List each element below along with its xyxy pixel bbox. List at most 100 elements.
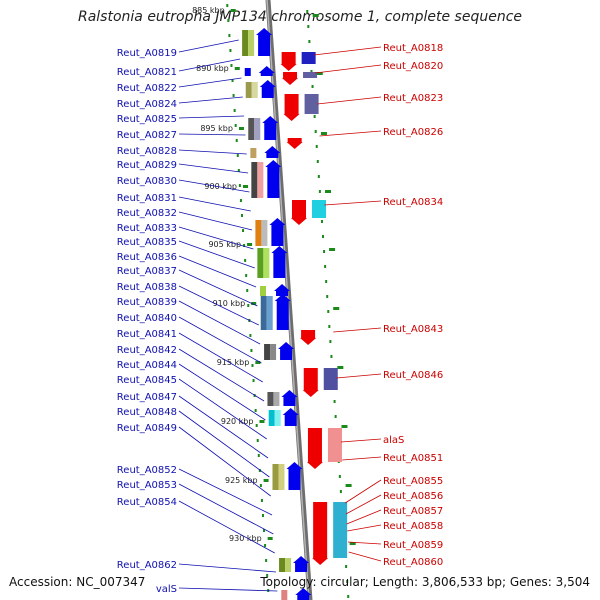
gene-block-right [304,94,319,114]
gene-block-left [257,162,264,198]
scale-tick-mark [345,484,352,487]
gene-label-left: Reut_A0847 [117,392,177,403]
gene-label-right: Reut_A0820 [383,61,443,72]
reverse-gene-arrow [312,558,329,565]
track-dot [345,565,348,568]
track-dot [263,529,266,532]
gene-label-left: Reut_A0831 [117,193,177,204]
gene-label-left: Reut_A0854 [117,497,177,508]
gene-label-right: Reut_A0823 [383,93,443,104]
forward-gene-body [258,34,271,56]
reverse-gene-arrow [282,78,299,85]
track-dot [310,70,313,73]
leader-line-left [178,300,261,345]
forward-gene-arrow [286,462,303,469]
map-title: Ralstonia eutropha JMP134 chromosome 1, … [77,9,522,25]
track-dot [228,34,231,37]
track-dot [250,349,253,352]
gene-block-right [301,52,316,64]
gene-block-left [285,558,292,572]
gene-label-right: Reut_A0851 [383,453,443,464]
scale-tick-label: 895 kbp [200,124,233,133]
track-dot [255,424,258,427]
leader-line-left [178,587,278,592]
gene-label-left: Reut_A0848 [117,407,177,418]
gene-block-left [267,392,274,406]
gene-label-left: Reut_A0819 [117,48,177,59]
leader-line-left [178,240,255,269]
gene-block-left [268,410,275,426]
forward-gene-arrow [269,218,286,225]
reverse-gene-body [292,200,306,218]
forward-gene-body [284,414,297,426]
leader-line-left [178,348,265,402]
reverse-gene-arrow [306,462,323,469]
gene-label-left: Reut_A0837 [117,266,177,277]
gene-label-left: Reut_A0836 [117,252,177,263]
track-dot [254,409,257,412]
track-dot [308,40,311,43]
track-dot [325,280,328,283]
leader-line-right [336,373,382,379]
gene-block-right [327,428,342,462]
gene-block-left [255,220,262,246]
gene-block-left [257,248,264,278]
gene-label-left: Reut_A0838 [117,282,177,293]
track-dot [246,289,249,292]
track-dot [306,10,309,13]
track-dot [257,454,260,457]
forward-gene-arrow [295,588,312,595]
gene-block-left [260,286,267,296]
forward-gene-arrow [256,28,273,35]
track-dot [347,595,350,598]
track-dot [266,574,269,577]
scale-tick-mark [333,307,340,310]
leader-line-right [342,456,382,461]
track-dot [259,484,262,487]
gene-block-left [248,30,255,56]
reverse-gene-arrow [302,390,319,397]
scale-tick-mark [251,302,257,305]
gene-block-left [251,82,258,98]
leader-line-right [317,96,382,105]
gene-block-right [303,72,318,78]
gene-block-left [242,30,249,56]
leader-line-left [178,39,239,53]
gene-block-right [323,368,338,390]
scale-tick-mark [312,14,319,17]
gene-label-left: Reut_A0841 [117,329,177,340]
gene-block-left [266,296,273,330]
gene-label-left: Reut_A0845 [117,375,177,386]
forward-gene-body [260,72,273,76]
forward-gene-arrow [258,66,275,73]
scale-tick-mark [341,425,348,428]
forward-gene-arrow [274,294,291,301]
forward-gene-arrow [282,408,299,415]
reverse-gene-arrow [280,64,297,71]
scale-tick-label: 885 kbp [192,6,225,15]
forward-gene-arrow [278,342,295,349]
scale-tick-label: 915 kbp [217,358,250,367]
left-label-group: Reut_A0819Reut_A0821Reut_A0822Reut_A0824… [117,39,278,595]
track-dot [230,64,233,67]
track-dot [338,475,341,478]
gene-block-left [279,558,286,572]
track-dot [324,265,327,268]
scale-tick-label: 905 kbp [208,240,241,249]
track-dot [234,124,237,127]
scale-tick-mark [329,248,336,251]
track-dot [229,49,232,52]
track-dot [316,160,319,163]
scale-tick-mark [243,185,249,188]
gene-label-right: Reut_A0857 [383,506,443,517]
gene-label-right: Reut_A0858 [383,521,443,532]
leader-line-left [178,316,262,364]
scale-tick-mark [247,243,253,246]
leader-line-left [178,149,247,155]
right-label-group: Reut_A0818Reut_A0820Reut_A0823Reut_A0826… [313,43,443,568]
scale-tick-mark [337,366,344,369]
scale-tick-mark [320,132,327,135]
forward-gene-arrow [271,246,288,253]
track-dot [307,25,310,28]
